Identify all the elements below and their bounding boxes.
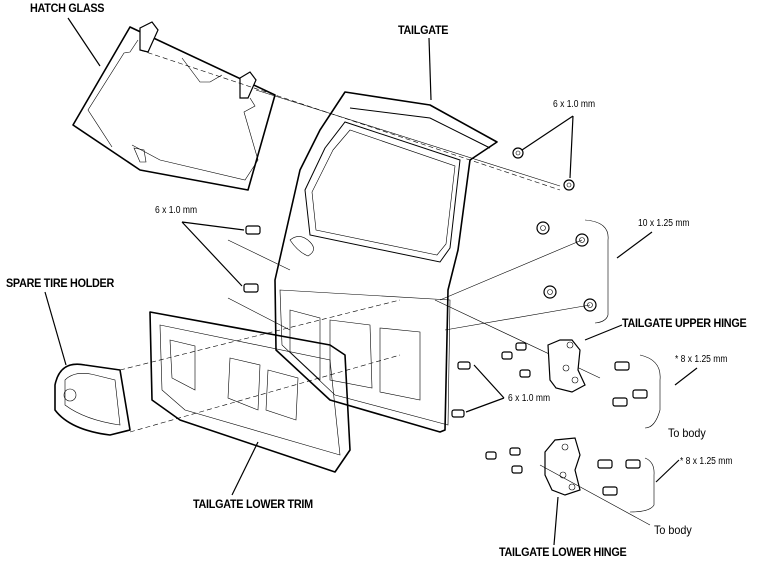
spec-trim-bolts-right: 6 x 1.0 mm xyxy=(508,393,551,404)
label-tailgate-lower-trim: TAILGATE LOWER TRIM xyxy=(193,497,313,511)
label-spare-tire-holder: SPARE TIRE HOLDER xyxy=(6,276,115,290)
label-tailgate-lower-hinge: TAILGATE LOWER HINGE xyxy=(499,545,627,559)
trim-bolts-right xyxy=(451,361,471,418)
note-lower-to-body: To body xyxy=(654,523,692,537)
spare-tire-holder xyxy=(54,363,131,436)
note-upper-to-body: To body xyxy=(668,426,706,440)
spec-upper-hinge-body-bolts: * 8 x 1.25 mm xyxy=(675,354,728,365)
hatch-glass xyxy=(72,21,276,191)
hinge-nuts xyxy=(536,221,597,312)
label-tailgate: TAILGATE xyxy=(398,23,449,37)
tailgate-lower-trim xyxy=(149,311,351,473)
spec-lower-hinge-body-bolts: * 8 x 1.25 mm xyxy=(680,456,733,467)
spec-glass-nuts: 6 x 1.0 mm xyxy=(553,99,596,110)
tailgate-upper-hinge xyxy=(501,339,648,407)
label-tailgate-upper-hinge: TAILGATE UPPER HINGE xyxy=(622,316,747,330)
tailgate xyxy=(274,91,498,433)
glass-nuts xyxy=(512,147,575,191)
label-hatch-glass: HATCH GLASS xyxy=(30,1,105,15)
spec-hinge-nuts: 10 x 1.25 mm xyxy=(638,218,690,229)
trim-bolts-left xyxy=(243,225,261,293)
tailgate-lower-hinge xyxy=(485,437,641,496)
spec-trim-bolts-left: 6 x 1.0 mm xyxy=(155,205,198,216)
